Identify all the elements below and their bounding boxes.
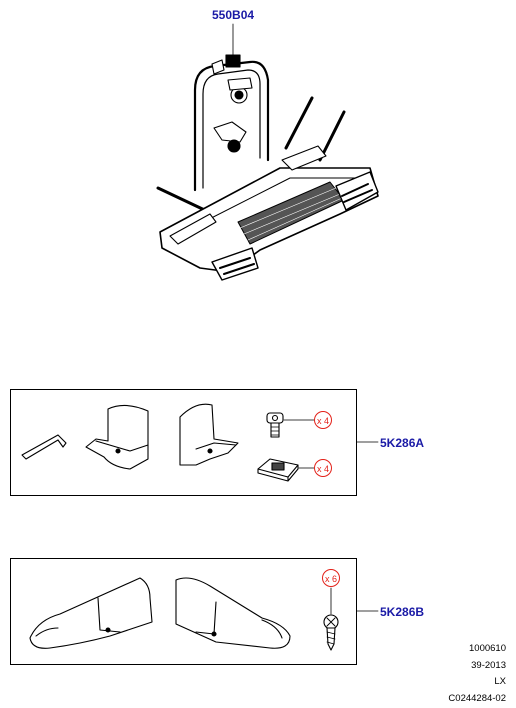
reference-code-line: C0244284-02 xyxy=(448,692,506,704)
screw-icon xyxy=(323,587,339,651)
reference-code-line: 1000610 xyxy=(469,643,506,654)
quantity-callout-bolt: x 4 xyxy=(314,411,332,429)
strap-right-icon xyxy=(179,403,239,466)
hex-key-icon xyxy=(21,434,67,460)
bolt-icon xyxy=(266,412,315,438)
kit-5k286b-box xyxy=(10,558,357,665)
nut-plate-icon xyxy=(257,458,315,482)
cover-right-icon xyxy=(175,577,291,649)
strap-left-icon xyxy=(85,404,149,470)
kit-5k286a-box xyxy=(10,389,357,496)
kit-code-5k286a[interactable]: 5K286A xyxy=(380,436,425,450)
reference-code-line: 39-2013 xyxy=(471,659,506,671)
part-code-550b04[interactable]: 550B04 xyxy=(212,8,255,22)
reference-codes: 1000610 39-2013 LX C0244284-02 xyxy=(448,641,506,707)
cover-left-icon xyxy=(29,577,153,649)
reference-code-line: LX xyxy=(494,676,506,687)
quantity-callout-screw: x 6 xyxy=(322,569,340,587)
kit-5k286b-parts xyxy=(29,577,379,651)
kit-5k286a-parts xyxy=(21,403,379,482)
kit-code-5k286b[interactable]: 5K286B xyxy=(380,605,425,619)
bike-carrier-illustration xyxy=(156,23,379,281)
quantity-callout-nut-plate: x 4 xyxy=(314,459,332,477)
